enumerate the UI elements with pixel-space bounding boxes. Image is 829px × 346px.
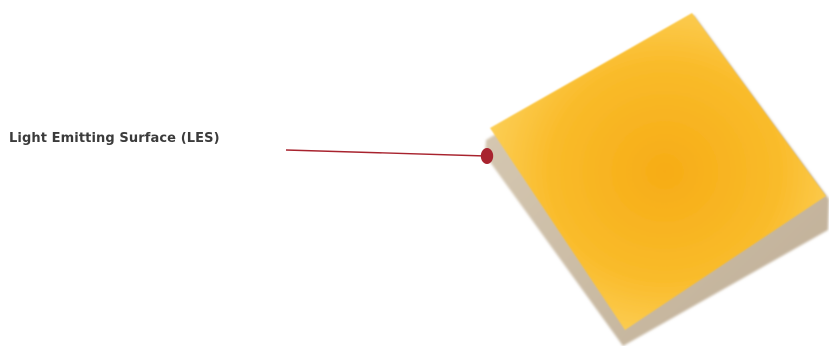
light-emitting-surface	[490, 13, 826, 330]
callout-leader-line	[285, 149, 487, 157]
callout-marker-dot	[480, 148, 494, 164]
callout-label: Light Emitting Surface (LES)	[9, 131, 220, 146]
